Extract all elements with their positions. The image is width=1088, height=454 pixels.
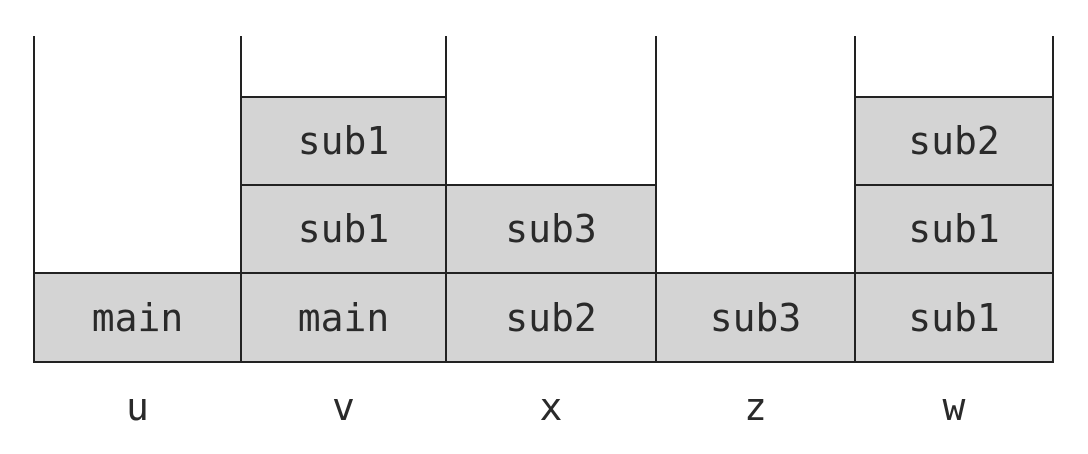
stack-frame: sub1 (240, 96, 447, 186)
stack-frame: sub1 (854, 184, 1054, 274)
stack-label: w (942, 385, 966, 429)
stack-frame: sub3 (655, 272, 856, 363)
stack-wall (33, 36, 35, 363)
stack-label: x (539, 385, 563, 429)
stack-frame: sub3 (445, 184, 657, 274)
stack-frame: sub1 (240, 184, 447, 274)
stack-frame: sub2 (854, 96, 1054, 186)
stack-frame: main (33, 272, 242, 363)
stack-frame: sub1 (854, 272, 1054, 363)
stack-frame: main (240, 272, 447, 363)
stack-label: z (744, 385, 767, 429)
stack-frame: sub2 (445, 272, 657, 363)
stack-label: v (332, 385, 355, 429)
stack-label: u (126, 385, 149, 429)
